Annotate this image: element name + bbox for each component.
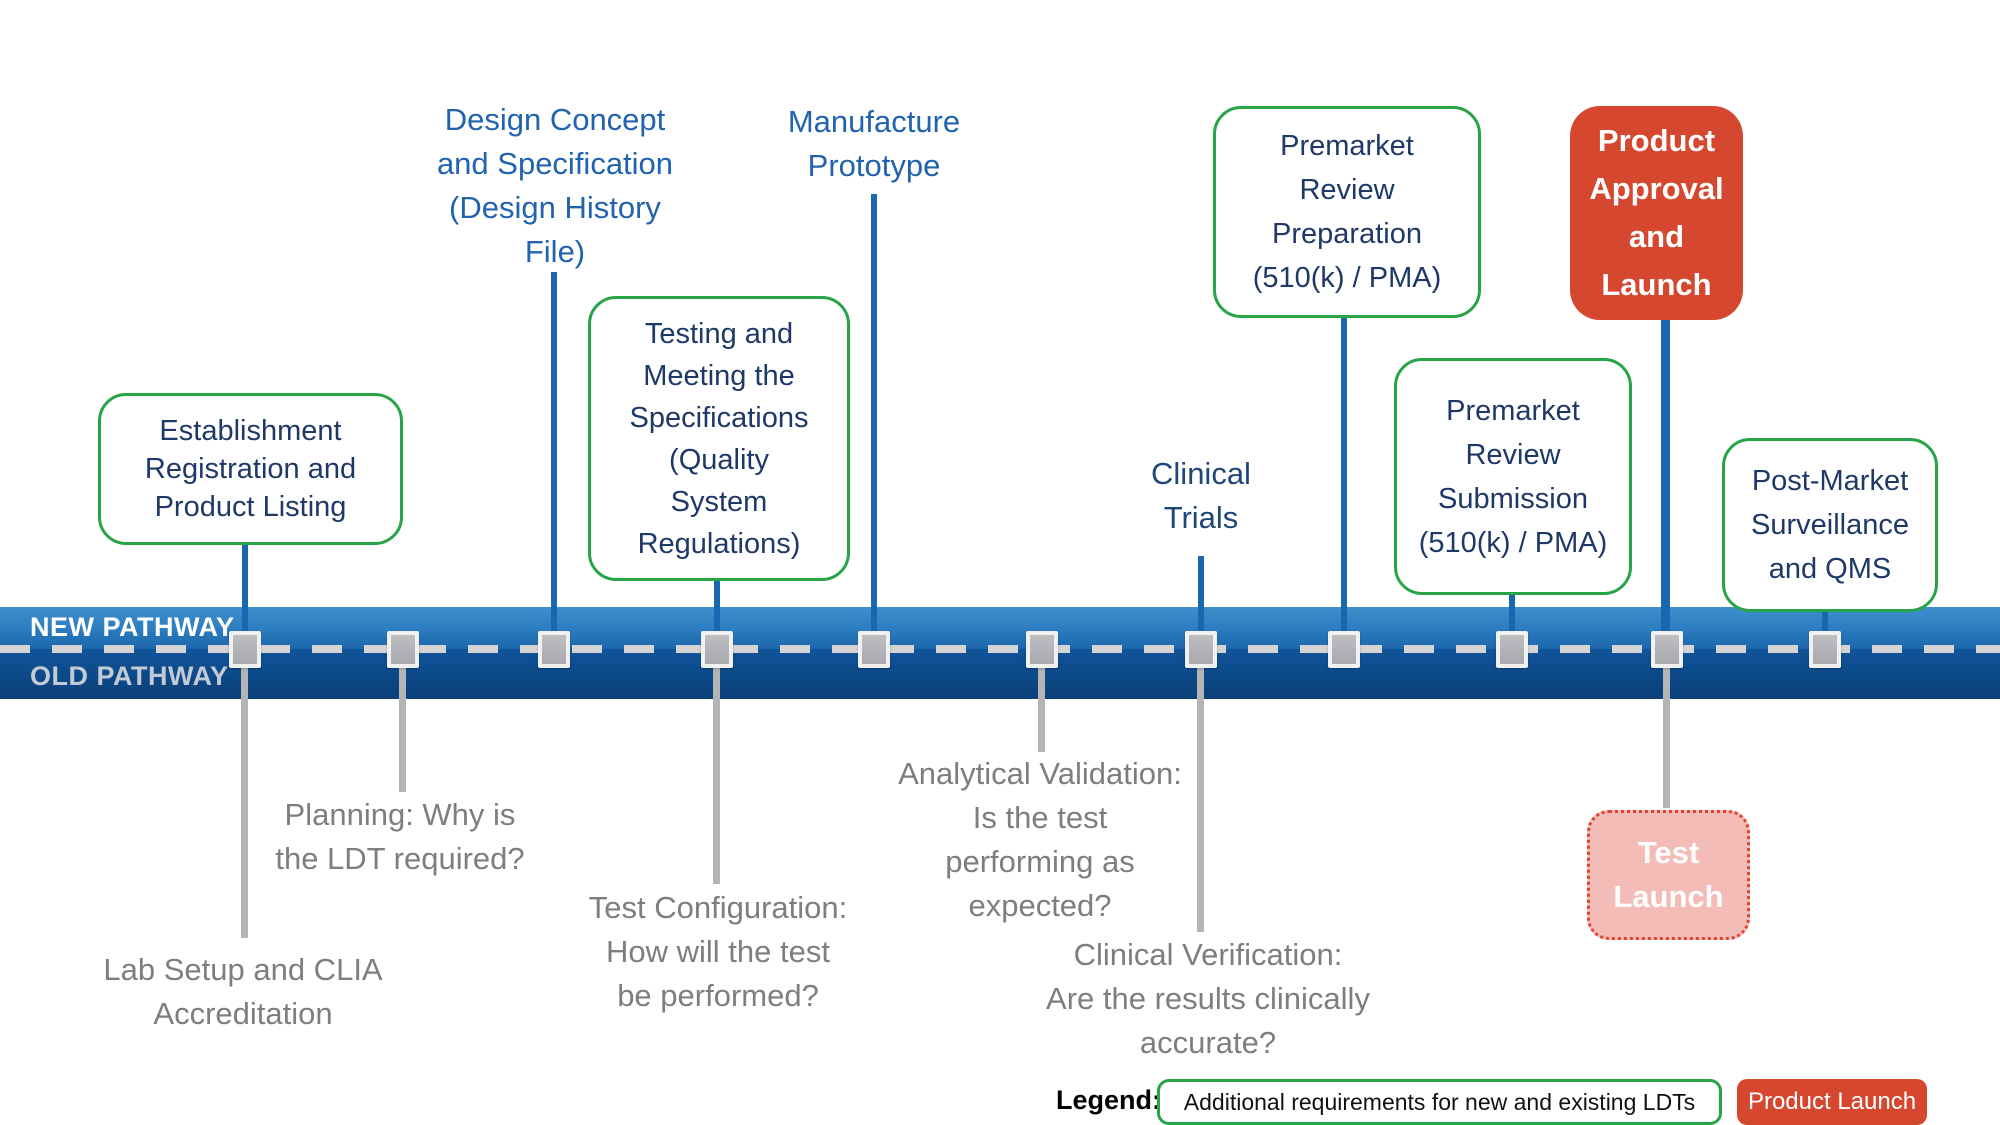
milestone-label-clinical-trials: Clinical Trials (1151, 456, 1251, 535)
milestone-label-manufacture-prototype: Manufacture Prototype (787, 104, 961, 183)
milestone-box-premarket-review-preparation: Premarket Review Preparation (510(k) / P… (1213, 106, 1481, 318)
connector-planning-line (399, 652, 406, 792)
connector-establishment-line (242, 543, 248, 648)
connector-premarket-prep-line (1341, 316, 1347, 648)
milestone-box-testing-specifications: Testing and Meeting the Specifications (… (588, 296, 850, 581)
timeline-marker-2 (387, 631, 419, 668)
milestone-label-design-concept: Design Concept and Specification (Design… (436, 102, 674, 269)
milestone-box-test-launch: Test Launch (1587, 810, 1750, 940)
timeline-marker-7 (1185, 631, 1217, 668)
old-pathway-label: OLD PATHWAY (30, 661, 229, 691)
connector-testing-specs-line (714, 578, 720, 648)
milestone-box-establishment-text: Establishment Registration and Product L… (144, 415, 357, 523)
connector-test-launch-line (1663, 652, 1670, 808)
timeline-marker-10 (1651, 631, 1683, 668)
timeline-marker-8 (1328, 631, 1360, 668)
milestone-label-lab-setup: Lab Setup and CLIA Accreditation (103, 952, 383, 1031)
milestone-label-test-configuration: Test Configuration: How will the test be… (588, 890, 848, 1013)
connector-test-configuration-line (713, 652, 720, 884)
milestone-label-analytical-validation: Analytical Validation: Is the test perfo… (898, 756, 1182, 923)
timeline-marker-5 (858, 631, 890, 668)
connector-clinical-verification-line (1197, 652, 1204, 932)
legend-product-launch-label: Product Launch (1747, 1088, 1917, 1115)
new-pathway-label: NEW PATHWAY (30, 612, 235, 642)
legend-additional-requirements-label: Additional requirements for new and exis… (1183, 1088, 1696, 1115)
connector-manufacture-line (871, 194, 877, 648)
timeline-marker-3 (538, 631, 570, 668)
milestone-box-establishment-registration: Establishment Registration and Product L… (98, 393, 403, 545)
connector-premarket-submission-line (1509, 592, 1515, 648)
timeline-marker-1 (229, 631, 261, 668)
milestone-box-post-market-text: Post-Market Surveillance and QMS (1751, 465, 1909, 585)
connector-clinical-trials-line (1198, 556, 1204, 648)
legend-additional-requirements-box: Additional requirements for new and exis… (1157, 1079, 1722, 1125)
milestone-box-testing-text: Testing and Meeting the Specifications (… (629, 317, 809, 560)
timeline-marker-4 (701, 631, 733, 668)
legend-title: Legend: (1056, 1085, 1161, 1115)
timeline-marker-9 (1496, 631, 1528, 668)
connector-design-concept-line (551, 272, 557, 648)
milestone-box-post-market-surveillance: Post-Market Surveillance and QMS (1722, 438, 1938, 612)
connector-analytical-validation-line (1038, 652, 1045, 752)
connector-product-approval-line (1661, 318, 1670, 648)
new-pathway-band (0, 607, 2000, 649)
timeline-marker-6 (1026, 631, 1058, 668)
old-pathway-band (0, 649, 2000, 699)
milestone-box-premarket-submission-text: Premarket Review Submission (510(k) / PM… (1418, 394, 1608, 559)
milestone-box-premarket-review-submission: Premarket Review Submission (510(k) / PM… (1394, 358, 1632, 595)
milestone-box-product-approval-text: Product Approval and Launch (1589, 123, 1724, 302)
milestone-box-test-launch-text: Test Launch (1613, 835, 1724, 914)
milestone-label-planning: Planning: Why is the LDT required? (275, 797, 525, 876)
milestone-box-premarket-prep-text: Premarket Review Preparation (510(k) / P… (1252, 130, 1442, 294)
timeline-dashed-line (0, 645, 2000, 653)
milestone-label-clinical-verification: Clinical Verification: Are the results c… (1046, 937, 1370, 1060)
connector-lab-setup-line (241, 652, 248, 938)
milestone-box-product-approval-launch: Product Approval and Launch (1570, 106, 1743, 320)
legend-product-launch-box: Product Launch (1737, 1079, 1927, 1125)
connector-post-market-line (1822, 605, 1828, 648)
timeline-marker-11 (1809, 631, 1841, 668)
